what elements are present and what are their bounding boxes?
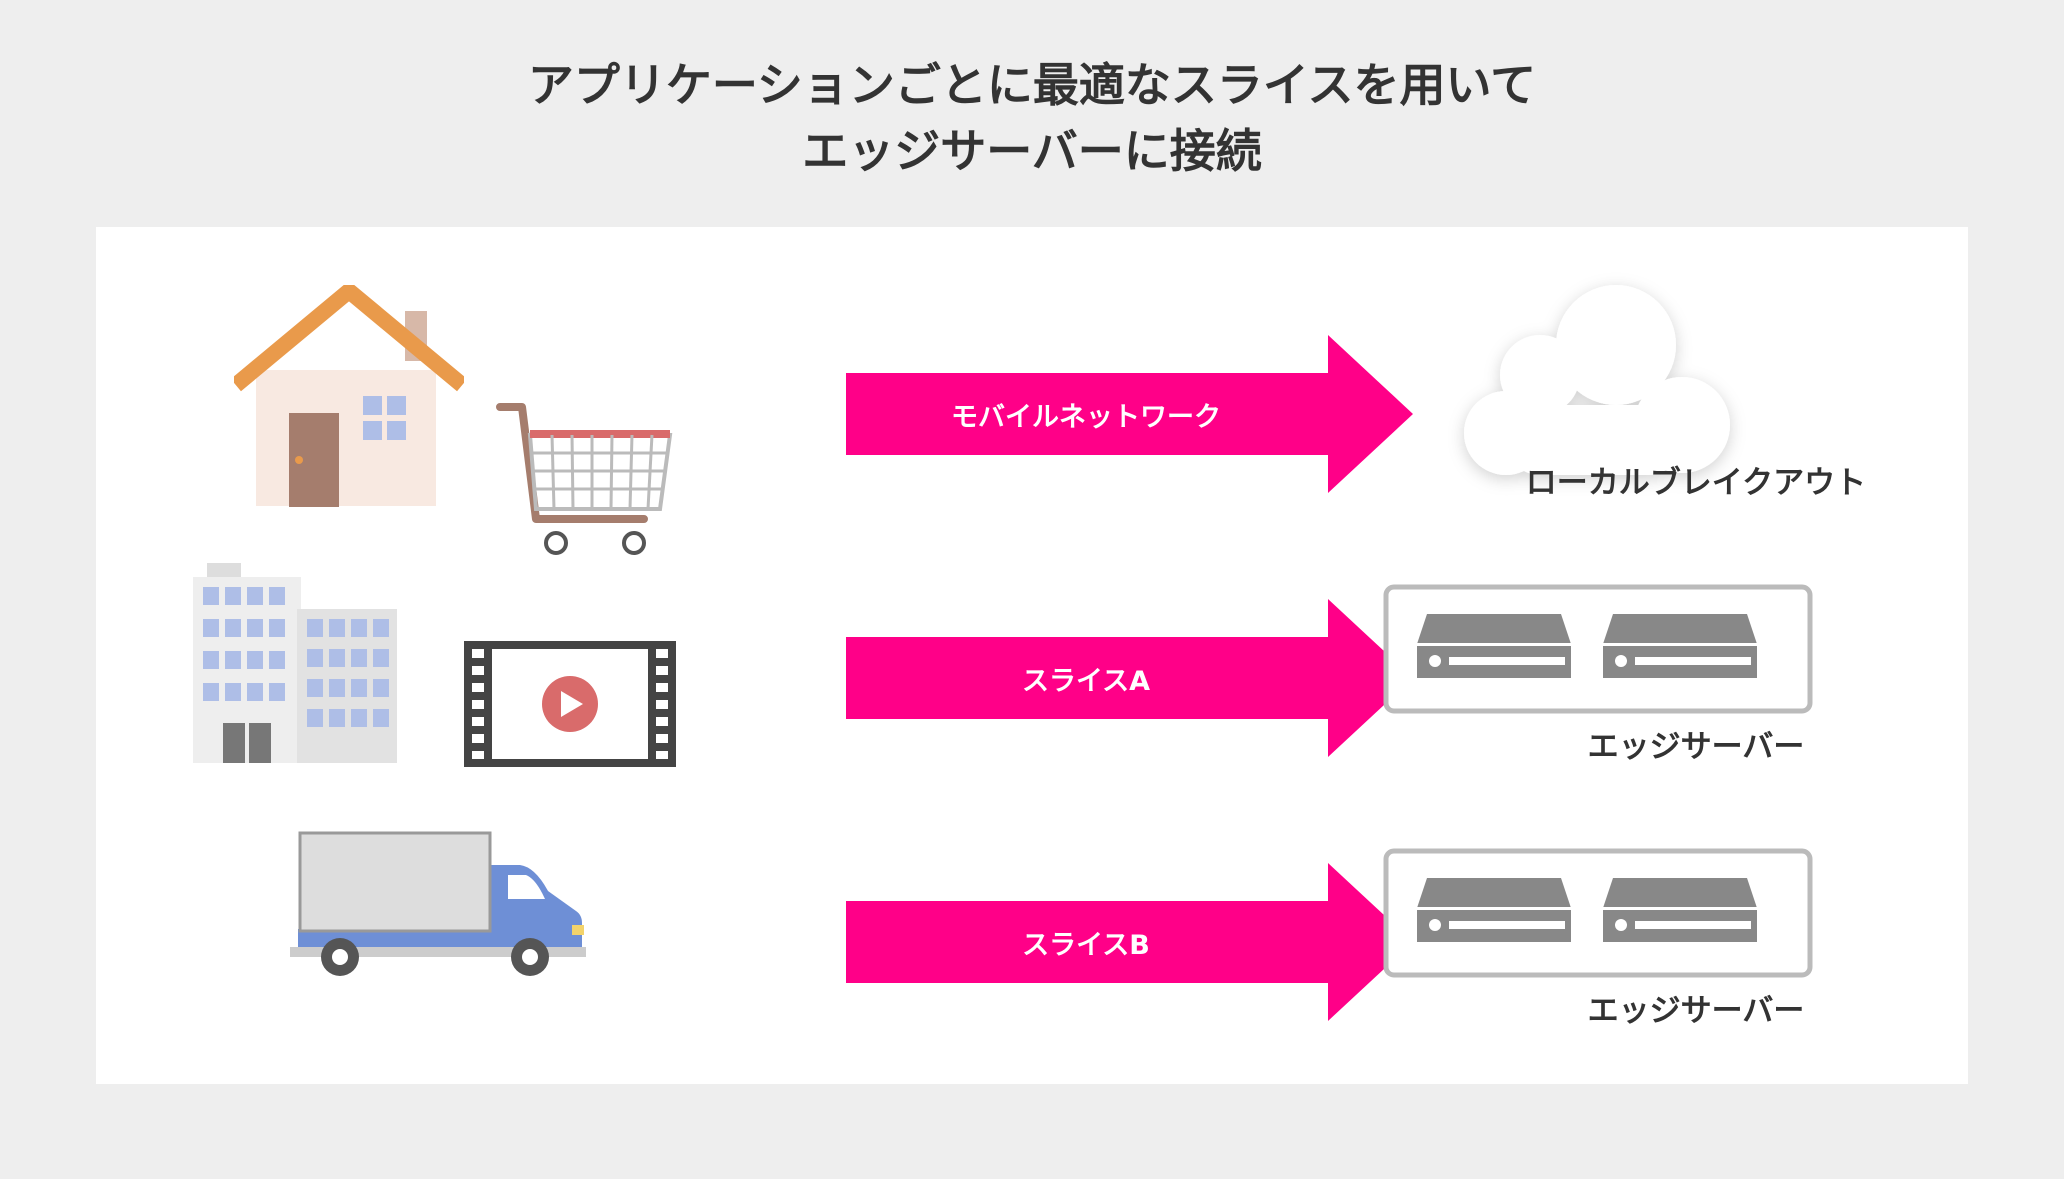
right-arrow-icon <box>846 335 1413 493</box>
video-player-icon <box>464 641 676 767</box>
edge-server-icon <box>1383 584 1813 714</box>
arrow-label: スライスA <box>1021 665 1151 697</box>
page-title: アプリケーションごとに最適なスライスを用いて エッジサーバーに接続 <box>0 52 2064 184</box>
edge-server-icon <box>1383 848 1813 978</box>
title-line-2: エッジサーバーに接続 <box>802 124 1262 178</box>
office-building-icon <box>193 563 397 763</box>
cloud-icon <box>1464 285 1730 475</box>
destination-label-edge-server-b: エッジサーバー <box>1587 993 1805 1029</box>
house-icon <box>234 285 464 507</box>
arrow-mobile-network: モバイルネットワーク <box>846 335 1413 493</box>
arrow-label: モバイルネットワーク <box>951 401 1221 433</box>
destination-label-local-breakout: ローカルブレイクアウト <box>1525 465 1867 501</box>
right-arrow-icon <box>846 599 1413 757</box>
arrow-slice-a: スライスA <box>846 599 1413 757</box>
diagram-panel: モバイルネットワーク スライスA スライスB ローカルブレイクアウト <box>96 227 1968 1084</box>
shopping-cart-icon <box>496 403 673 555</box>
destination-label-edge-server-a: エッジサーバー <box>1587 729 1805 765</box>
right-arrow-icon <box>846 863 1413 1021</box>
arrow-label: スライスB <box>1022 929 1150 961</box>
title-line-1: アプリケーションごとに最適なスライスを用いて <box>527 58 1537 112</box>
delivery-truck-icon <box>290 831 586 976</box>
arrow-slice-b: スライスB <box>846 863 1413 1021</box>
